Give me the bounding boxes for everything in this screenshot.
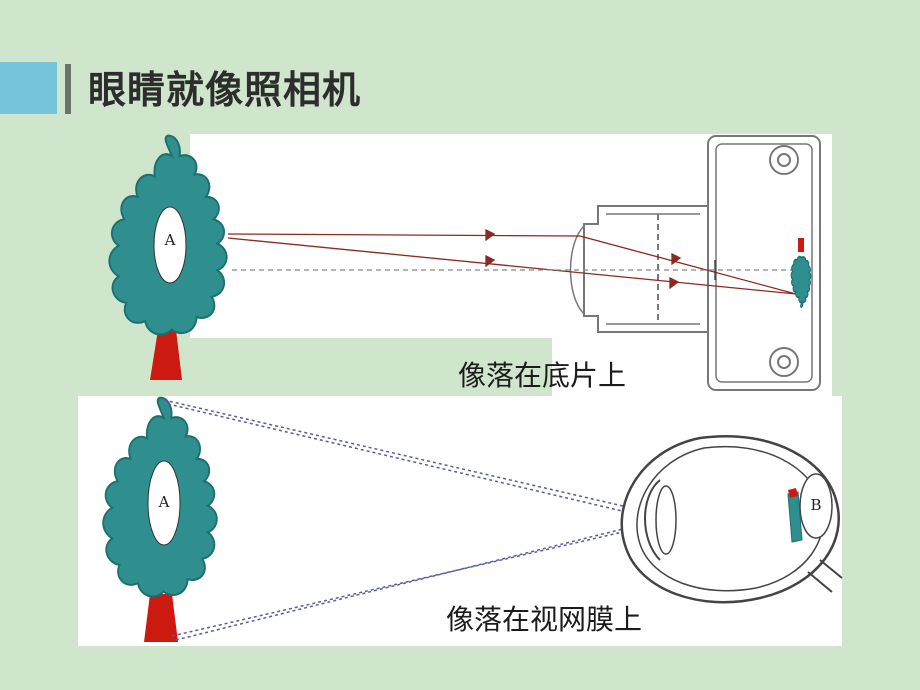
ray-arrow-3 [671, 252, 682, 266]
ray-lower [227, 237, 797, 295]
eye-caption: 像落在视网膜上 [446, 603, 643, 636]
optic-nerve [807, 559, 843, 593]
tree-trunk [144, 594, 178, 642]
image-trunk [798, 238, 804, 252]
camera-rays [227, 228, 800, 295]
camera-knob-bottom [769, 347, 799, 377]
eye-lens [655, 485, 677, 555]
camera-frame-inner [715, 143, 813, 383]
camera-image [790, 238, 812, 308]
ray-bottom-crossing-2 [171, 491, 797, 637]
eye-panel-cutout [608, 646, 842, 690]
camera-knob-top-inner [777, 153, 791, 167]
ray-upper [227, 233, 581, 237]
camera-body [569, 135, 821, 391]
camera-knob-bottom-inner [777, 355, 791, 369]
camera-tree: A [108, 134, 228, 380]
ray-bottom-crossing [175, 485, 797, 641]
eye-image [787, 488, 803, 543]
eye-retina [636, 446, 825, 592]
camera-barrel-inner [606, 213, 700, 325]
object-oval [147, 460, 181, 546]
object-oval [153, 206, 187, 284]
camera-caption: 像落在底片上 [458, 359, 627, 392]
slide-title: 眼睛就像照相机 [88, 68, 362, 112]
camera-lens-barrel [583, 205, 708, 333]
object-label: A [164, 231, 176, 249]
eyeball: B [620, 435, 843, 604]
tree-trunk [150, 330, 182, 380]
ray-upper-refracted [579, 235, 797, 295]
ray-arrow-2 [485, 254, 496, 268]
image-foliage [790, 255, 812, 308]
camera-panel-cutout [190, 338, 308, 396]
ray-arrow-1 [485, 228, 496, 242]
camera-frame [707, 135, 821, 391]
title-accent-block [0, 62, 57, 114]
eye-cornea [644, 479, 661, 561]
title-divider-bar [65, 64, 71, 114]
eye-sclera [620, 435, 840, 604]
camera-lens [569, 225, 585, 315]
retinal-image-trunk [788, 488, 798, 498]
image-label: B [810, 496, 821, 514]
eye-tree: A [102, 396, 218, 642]
ray-arrow-4 [669, 276, 680, 290]
image-oval [799, 473, 833, 539]
object-label: A [158, 493, 170, 511]
camera-caption-background [308, 338, 552, 396]
camera-knob-top [769, 145, 799, 175]
